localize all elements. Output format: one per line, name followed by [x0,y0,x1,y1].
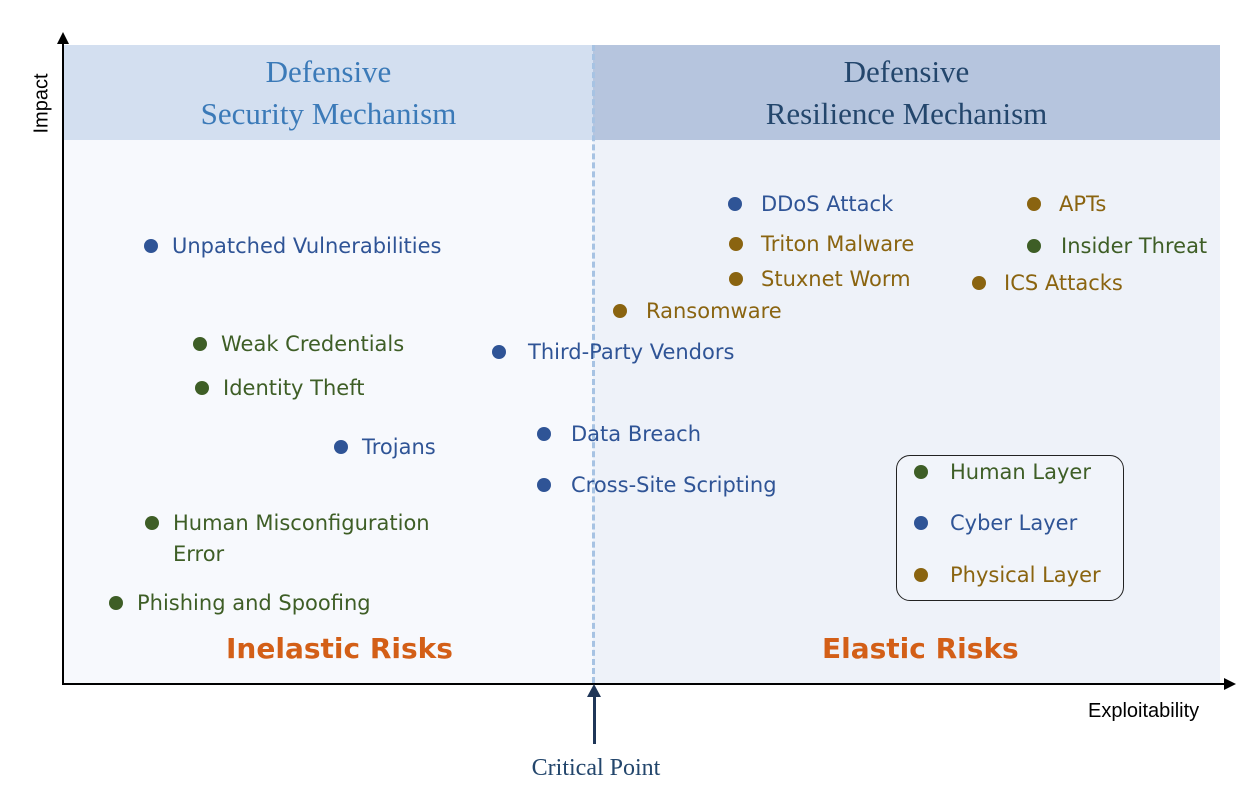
header-security-text: Defensive Security Mechanism [200,53,457,131]
risk-item-ics-attacks: ICS Attacks [972,268,1123,298]
risk-item-data-breach: Data Breach [537,419,701,449]
cyber-dot-icon [914,516,928,530]
risk-label: APTs [1059,192,1107,216]
inelastic-risks-label: Inelastic Risks [226,632,453,665]
legend-item-physical-layer: Physical Layer [914,560,1101,590]
legend-label: Human Layer [950,460,1091,484]
cyber-dot-icon [492,345,506,359]
risk-label: Data Breach [571,422,702,446]
risk-item-third-party-vendors: Third-Party Vendors [492,337,734,367]
cyber-dot-icon [728,197,742,211]
risk-label: ICS Attacks [1004,271,1123,295]
x-axis [62,683,1226,685]
human-dot-icon [195,381,209,395]
risk-label: DDoS Attack [761,192,894,216]
risk-item-weak-credentials: Weak Credentials [193,329,404,359]
elastic-region [593,140,1220,683]
x-axis-label: Exploitability [1088,700,1200,722]
risk-label: Triton Malware [761,232,915,256]
risk-item-apts: APTs [1027,189,1106,219]
risk-item-ddos-attack: DDoS Attack [728,189,893,219]
x-axis-arrow-icon [1224,678,1236,690]
cyber-dot-icon [144,239,158,253]
layer-legend [896,455,1124,601]
physical-dot-icon [914,568,928,582]
risk-item-identity-theft: Identity Theft [195,373,364,403]
elastic-risks-label: Elastic Risks [822,632,1019,665]
header-security-mechanism: Defensive Security Mechanism [64,45,593,140]
legend-item-human-layer: Human Layer [914,457,1091,487]
human-dot-icon [145,516,159,530]
critical-divider-line [592,45,595,683]
risk-item-trojans: Trojans [334,432,436,462]
physical-dot-icon [613,304,627,318]
cyber-dot-icon [334,440,348,454]
risk-label: Cross-Site Scripting [571,473,777,497]
risk-label: Phishing and Spoofing [137,591,371,615]
risk-item-cross-site-scripting: Cross-Site Scripting [537,470,777,500]
risk-item-stuxnet-worm: Stuxnet Worm [729,264,911,294]
y-axis-label: Impact [30,73,53,134]
risk-label: Trojans [362,435,436,459]
header-resilience-text: Defensive Resilience Mechanism [765,53,1048,131]
physical-dot-icon [972,276,986,290]
inelastic-region [64,140,593,683]
risk-label: Identity Theft [223,376,365,400]
risk-label: Human Misconfiguration Error [173,511,430,566]
human-dot-icon [914,465,928,479]
risk-item-triton-malware: Triton Malware [729,229,914,259]
risk-label: Weak Credentials [221,332,405,356]
risk-item-human-misconfiguration-error: Human Misconfiguration Error [145,508,463,570]
human-dot-icon [193,337,207,351]
cyber-dot-icon [537,427,551,441]
risk-label: Insider Threat [1061,234,1208,258]
risk-item-unpatched-vulnerabilities: Unpatched Vulnerabilities [144,231,441,261]
critical-point-label: Critical Point [531,755,661,781]
risk-item-insider-threat: Insider Threat [1027,231,1207,261]
risk-item-ransomware: Ransomware [613,296,782,326]
risk-item-phishing-and-spoofing: Phishing and Spoofing [109,588,371,618]
risk-label: Unpatched Vulnerabilities [172,234,442,258]
cyber-dot-icon [537,478,551,492]
legend-item-cyber-layer: Cyber Layer [914,508,1077,538]
physical-dot-icon [729,272,743,286]
legend-label: Cyber Layer [950,511,1078,535]
physical-dot-icon [1027,197,1041,211]
critical-point-arrow-icon [587,684,601,697]
risk-label: Stuxnet Worm [761,267,911,291]
risk-label: Third-Party Vendors [528,340,735,364]
physical-dot-icon [729,237,743,251]
risk-label: Ransomware [646,299,782,323]
y-axis-arrow-icon [57,32,69,44]
header-resilience-mechanism: Defensive Resilience Mechanism [593,45,1220,140]
y-axis [62,40,64,685]
legend-label: Physical Layer [950,563,1101,587]
critical-point-arrow [593,692,596,744]
human-dot-icon [109,596,123,610]
human-dot-icon [1027,239,1041,253]
